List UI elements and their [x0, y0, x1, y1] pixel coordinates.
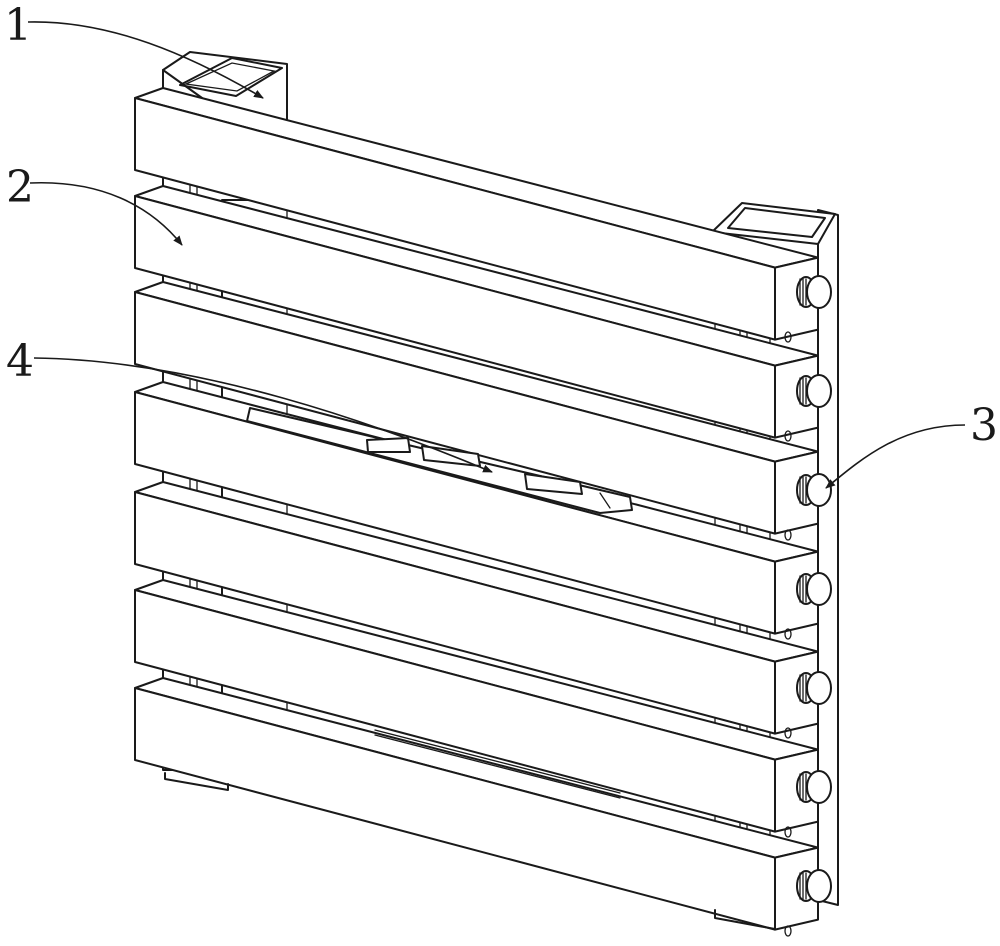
callout-1: 1 [4, 0, 32, 51]
callout-4: 4 [6, 336, 34, 387]
callout-2: 2 [6, 162, 34, 213]
callout-3: 3 [970, 400, 998, 451]
leader-3 [826, 425, 965, 488]
slat-group [135, 88, 818, 930]
